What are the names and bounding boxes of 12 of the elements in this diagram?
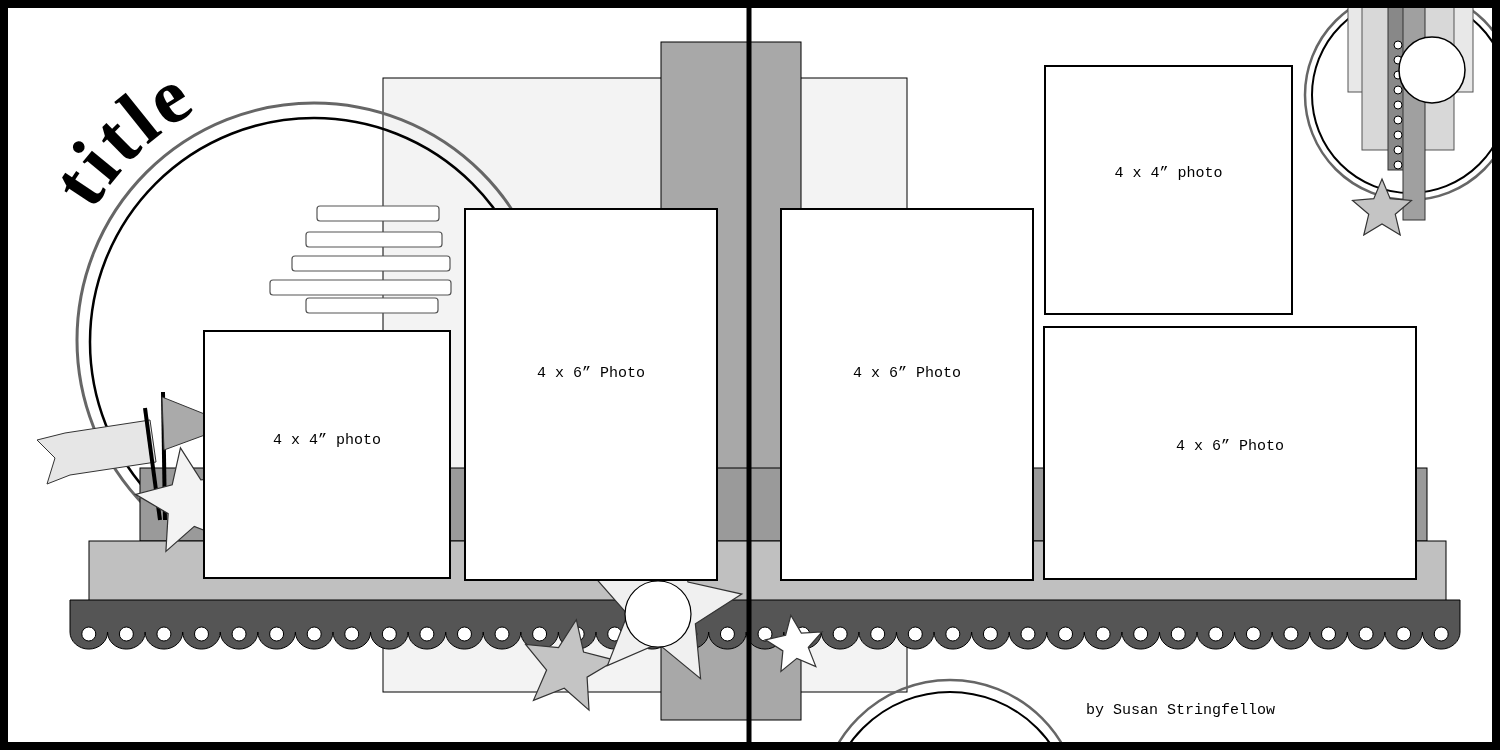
photo-placeholder-box (464, 208, 718, 581)
title-text: title (34, 48, 209, 221)
photo-label: 4 x 6” Photo (537, 365, 645, 382)
photo-label: 4 x 4” photo (1114, 165, 1223, 182)
photo-placeholder-box (203, 330, 451, 579)
credit-text: by Susan Stringfellow (1086, 702, 1276, 719)
photo-label: 4 x 4” photo (273, 432, 381, 449)
photo-label: 4 x 6” Photo (1176, 438, 1284, 455)
photo-placeholder-box (1044, 65, 1293, 315)
photo-placeholder-box (780, 208, 1034, 581)
photo-placeholder-box (1043, 326, 1417, 580)
photo-label: 4 x 6” Photo (853, 365, 961, 382)
